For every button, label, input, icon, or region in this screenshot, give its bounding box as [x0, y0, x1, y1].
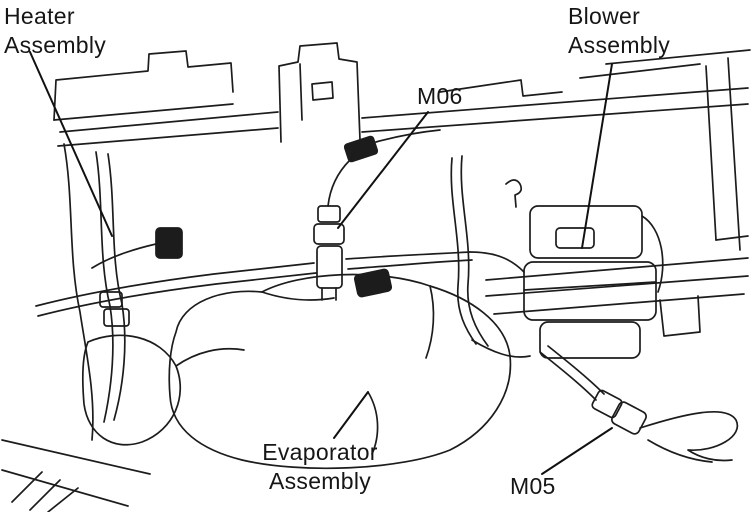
heater-label-line2: Assembly — [4, 32, 107, 58]
heater-assembly-art — [63, 143, 245, 446]
m05-label: M05 — [510, 473, 556, 499]
structure-beams-art — [1, 42, 751, 512]
m06-connector-art — [313, 205, 345, 301]
heater-assembly-label: Heater Assembly — [4, 2, 106, 60]
wiring-harness-art — [35, 129, 531, 358]
leader-lines — [29, 51, 613, 475]
blower-assembly-art — [523, 205, 664, 359]
leader-line-heater — [29, 51, 113, 237]
leader-line-evaporator — [333, 391, 369, 439]
m05-connector-art — [539, 345, 739, 463]
leader-line-m06 — [337, 111, 429, 229]
m06-label: M06 — [417, 83, 463, 109]
leader-line-m05 — [541, 427, 613, 475]
heater-label-line1: Heater — [4, 3, 75, 29]
evaporator-assembly-art — [168, 273, 512, 470]
leader-line-blower — [581, 63, 613, 249]
blower-label-line1: Blower — [568, 3, 641, 29]
evaporator-label-line2: Assembly — [268, 468, 372, 494]
blower-label-line2: Assembly — [568, 32, 671, 58]
evaporator-assembly-label: Evaporator Assembly — [240, 438, 400, 496]
blower-assembly-label: Blower Assembly — [568, 2, 670, 60]
evaporator-label-line1: Evaporator — [262, 439, 378, 465]
